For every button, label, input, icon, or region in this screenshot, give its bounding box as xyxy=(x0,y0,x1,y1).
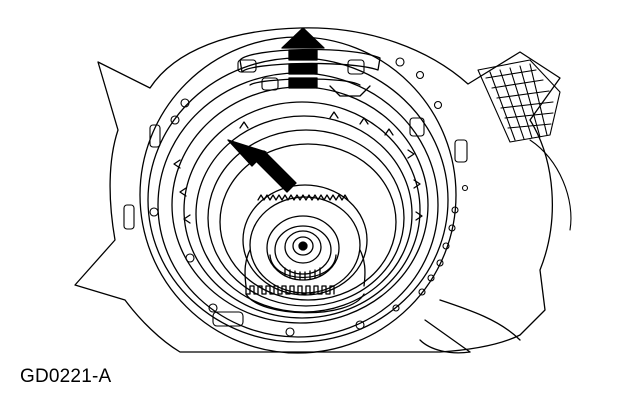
transmission-case xyxy=(74,27,572,354)
ring-slots xyxy=(123,59,468,327)
removal-arrow-diagonal-icon xyxy=(227,139,297,193)
removal-arrow-up-icon xyxy=(281,27,325,89)
case-grid-detail xyxy=(477,59,572,231)
figure-caption: GD0221-A xyxy=(20,366,112,387)
center-hub xyxy=(266,215,340,281)
clutch-pack xyxy=(171,86,429,324)
top-bracket xyxy=(239,48,381,97)
input-gear xyxy=(242,184,368,314)
bolt-holes xyxy=(149,57,469,337)
